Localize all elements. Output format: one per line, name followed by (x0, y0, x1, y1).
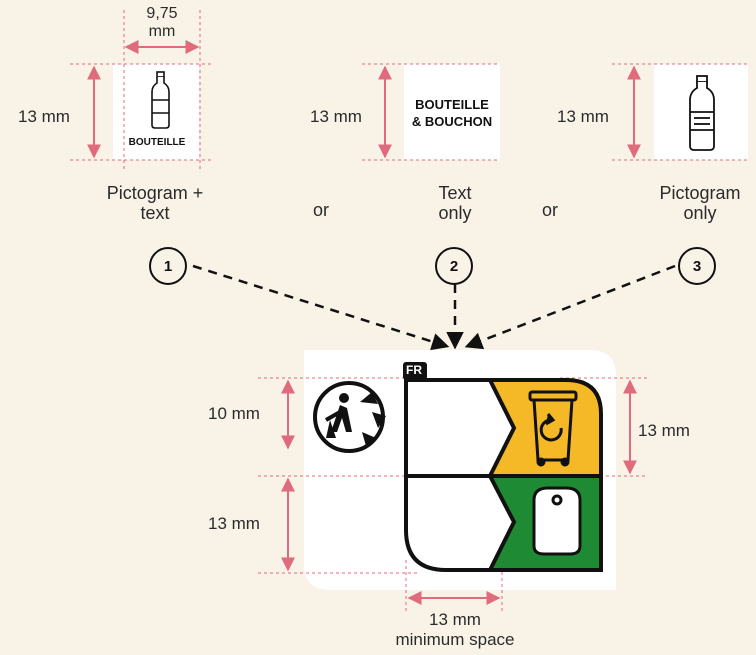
space-caption: minimum space (395, 630, 515, 649)
height-label-option2: 13 mm (310, 107, 362, 126)
option-1-box-text: BOUTEILLE (128, 137, 186, 148)
arrow-icon (192, 264, 676, 351)
option-2-box-text: BOUTEILLE & BOUCHON (411, 97, 493, 129)
height-label-right: 13 mm (638, 421, 690, 440)
option-3-number-badge: 3 (678, 247, 716, 285)
option-1-caption: Pictogram + text (106, 183, 204, 223)
info-tri-label (403, 362, 603, 572)
triman-icon (313, 381, 386, 453)
option-2-box (362, 63, 500, 161)
glass-bin-icon (532, 486, 582, 556)
height-label-triman: 10 mm (208, 404, 260, 423)
option-3-box (612, 63, 748, 161)
height-label-option1: 13 mm (18, 107, 70, 126)
option-1-box (70, 10, 212, 170)
bottle-icon (689, 75, 715, 151)
option-2-caption: Text only (438, 183, 472, 223)
option-3-caption: Pictogram only (659, 183, 741, 223)
space-label: 13 mm (429, 610, 481, 629)
or-connector-2: or (542, 200, 559, 220)
width-label-975: 9,75 mm (146, 5, 178, 40)
height-label-option3: 13 mm (557, 107, 609, 126)
option-2-number-badge: 2 (435, 247, 473, 285)
bottle-icon (151, 71, 170, 129)
height-label-lower: 13 mm (208, 514, 260, 533)
option-1-number-badge: 1 (149, 247, 187, 285)
fr-badge: FR (406, 363, 422, 377)
or-connector-1: or (313, 200, 330, 220)
yellow-bin-icon (528, 390, 578, 467)
